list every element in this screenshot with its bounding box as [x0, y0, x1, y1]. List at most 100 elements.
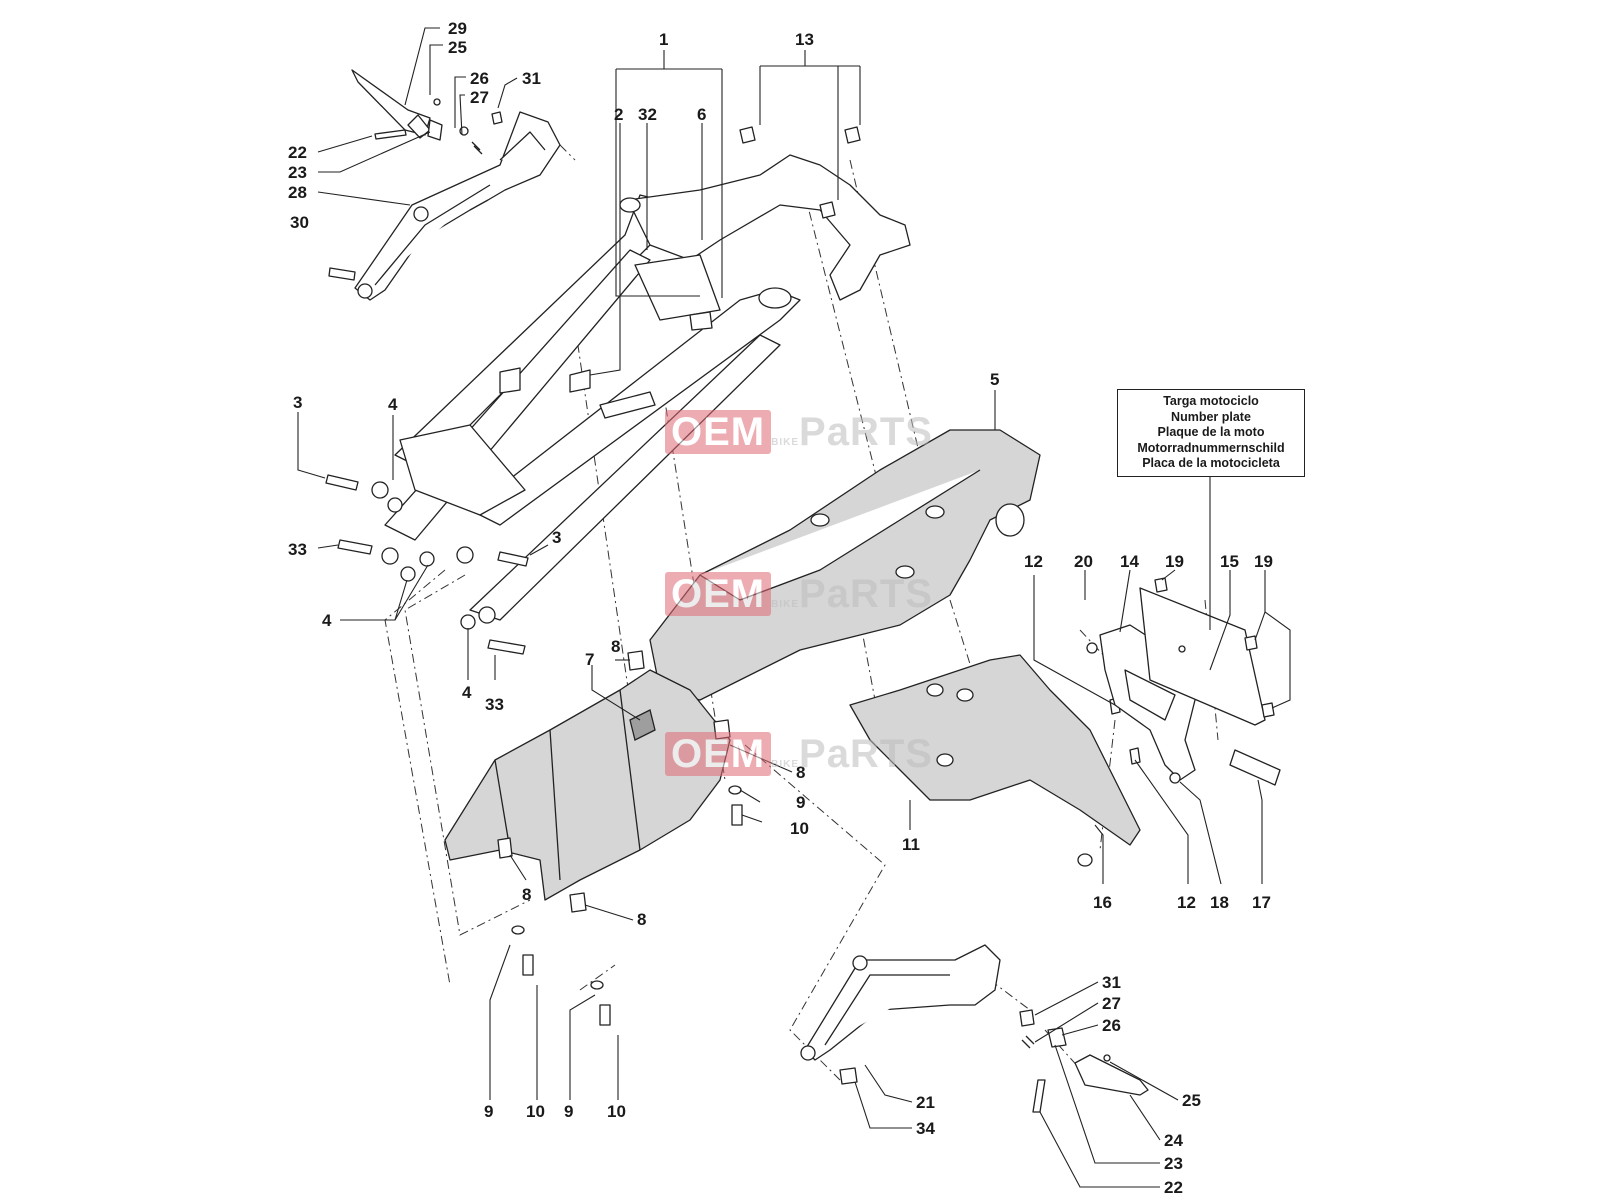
undertray — [649, 429, 1041, 701]
callout-19: 19 — [1165, 552, 1184, 571]
callout-12: 12 — [1024, 552, 1043, 571]
holder-hole-3 — [936, 753, 954, 767]
number-plate-label-box: Targa motociclo Number plate Plaque de l… — [1117, 389, 1305, 477]
grommet-8d — [713, 719, 731, 740]
plate-bracket-window — [1124, 669, 1176, 721]
callout-8-upper: 8 — [611, 637, 620, 656]
callout-1: 1 — [659, 30, 668, 49]
callout-8-left: 8 — [522, 885, 531, 904]
washer-9c — [590, 980, 604, 990]
bolt-13a — [739, 126, 756, 144]
footpeg-left-hinge — [407, 114, 431, 139]
callout-3: 3 — [293, 393, 302, 412]
callout-20: 20 — [1074, 552, 1093, 571]
clip-6 — [569, 369, 591, 393]
callout-9-mid: 9 — [796, 793, 805, 812]
holder-hole-2 — [956, 688, 974, 702]
spacer-4c — [419, 551, 435, 567]
callout-4: 4 — [388, 395, 398, 414]
plate-label-german: Motorradnummernschild — [1137, 440, 1285, 455]
callout-18: 18 — [1210, 893, 1229, 912]
frame-mount-hole-3 — [456, 546, 474, 564]
callout-26-right: 26 — [1102, 1016, 1121, 1035]
callout-33-lower: 33 — [485, 695, 504, 714]
screw-31-right — [1019, 1009, 1035, 1027]
spacer-4a — [387, 497, 403, 513]
callout-8-right: 8 — [637, 910, 646, 929]
callout-14: 14 — [1120, 552, 1139, 571]
mudguard-body — [444, 669, 731, 901]
callout-31: 31 — [522, 69, 541, 88]
bolt-33b — [487, 639, 526, 655]
footpeg-bracket-right — [804, 944, 1001, 1061]
washers-and-screws — [511, 785, 743, 1026]
callout-30: 30 — [290, 213, 309, 232]
callout-19-right: 19 — [1254, 552, 1273, 571]
bolt-3b — [497, 551, 529, 567]
grommet-8a — [497, 837, 513, 859]
callout-34: 34 — [916, 1119, 935, 1138]
rear-subframe — [325, 126, 911, 655]
nut-16 — [1077, 853, 1093, 867]
callout-4-lower: 4 — [462, 683, 472, 702]
subframe-front-mount-plate — [399, 424, 526, 516]
frame-mount-hole-2 — [381, 547, 399, 565]
bracket-pivot-hole-right — [852, 955, 868, 971]
screw-10b — [522, 954, 534, 976]
bracket-bolt-hole — [357, 283, 373, 299]
callout-15: 15 — [1220, 552, 1239, 571]
number-plate-bracket — [1086, 577, 1281, 786]
callout-33: 33 — [288, 540, 307, 559]
detent-ball-left — [433, 98, 441, 106]
clip-subframe — [689, 311, 713, 331]
subframe-cross-plate — [634, 254, 721, 321]
detent-ball-right — [1103, 1054, 1111, 1062]
spring-left — [471, 141, 483, 155]
pin-22-right — [1032, 1079, 1046, 1113]
screw-12b — [1129, 747, 1141, 765]
callout-16: 16 — [1093, 893, 1112, 912]
spacer-4d — [460, 614, 476, 630]
subframe-rear-loop — [627, 154, 911, 301]
bolt-34 — [839, 1067, 858, 1085]
leader-lines — [297, 27, 1291, 1188]
callout-22-right: 22 — [1164, 1178, 1183, 1197]
callout-10-right: 10 — [607, 1102, 626, 1121]
callout-7: 7 — [585, 650, 594, 669]
left-passenger-footpeg-assembly — [328, 69, 561, 301]
callout-9-left: 9 — [484, 1102, 493, 1121]
bracket-pivot-hole — [413, 206, 429, 222]
undertray-grommet-2 — [925, 505, 945, 519]
clip-2 — [499, 367, 521, 394]
callout-10-mid: 10 — [790, 819, 809, 838]
callout-25-right: 25 — [1182, 1091, 1201, 1110]
callout-4-left: 4 — [322, 611, 332, 630]
subframe-boss-front — [619, 197, 641, 213]
detent-block-left — [427, 119, 443, 141]
screw-31-left — [491, 111, 503, 125]
callout-22: 22 — [288, 143, 307, 162]
callout-29: 29 — [448, 19, 467, 38]
undertray-grommet-1 — [810, 513, 830, 527]
grommet-8c — [627, 650, 645, 671]
nut-20 — [1086, 642, 1098, 654]
frame-mount-hole-1 — [371, 481, 389, 499]
reflector-17 — [1229, 749, 1281, 786]
plate-label-english: Number plate — [1171, 409, 1251, 424]
screw-19b — [1244, 635, 1258, 651]
callout-32: 32 — [638, 105, 657, 124]
callout-12-lower: 12 — [1177, 893, 1196, 912]
subframe-boss — [758, 287, 792, 309]
footpeg-bracket-right-rib — [824, 974, 950, 1046]
washer-9a — [728, 785, 742, 795]
callout-23-right: 23 — [1164, 1154, 1183, 1173]
spring-right — [1021, 1035, 1035, 1049]
screw-19c — [1261, 702, 1275, 718]
callout-17: 17 — [1252, 893, 1271, 912]
callout-6: 6 — [697, 105, 706, 124]
callout-10-left: 10 — [526, 1102, 545, 1121]
bolt-33a — [337, 539, 373, 555]
undertray-grommet-3 — [895, 565, 915, 579]
screw-19a — [1154, 577, 1168, 593]
nut-18 — [1169, 772, 1181, 784]
